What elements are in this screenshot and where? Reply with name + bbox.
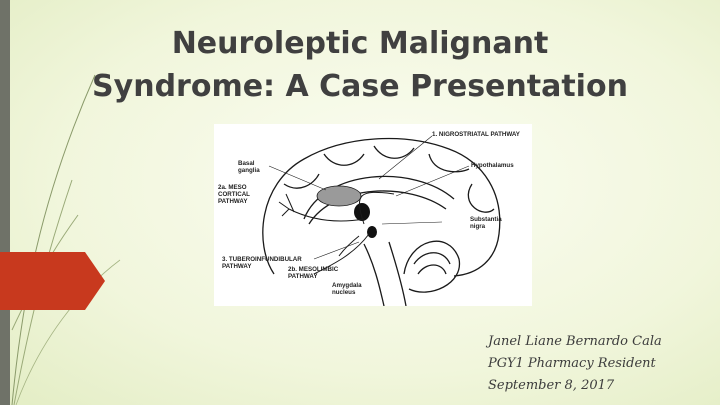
brain-illustration <box>262 135 501 306</box>
label-mesolimbic: 2b. MESOLIMBIC PATHWAY <box>288 266 339 280</box>
author-name: Janel Liane Bernardo Cala <box>488 334 662 349</box>
label-amygdala: Amygdala nucleus <box>332 282 362 296</box>
brain-pathways-diagram: 1. NIGROSTRIATAL PATHWAY Basal ganglia H… <box>214 124 532 306</box>
author-block: Janel Liane Bernardo Cala PGY1 Pharmacy … <box>488 331 662 397</box>
label-tuberoinfundibular: 3. TUBEROINFUNDIBULAR PATHWAY <box>222 256 302 270</box>
label-basal-ganglia: Basal ganglia <box>238 160 260 174</box>
label-nigrostriatal: 1. NIGROSTRIATAL PATHWAY <box>432 131 520 138</box>
title-line-2: Syndrome: A Case Presentation <box>92 69 628 104</box>
label-hypothalamus: Hypothalamus <box>471 162 514 169</box>
slide-title: Neuroleptic Malignant Syndrome: A Case P… <box>0 22 720 108</box>
author-role: PGY1 Pharmacy Resident <box>488 356 656 371</box>
left-sidebar-bar <box>0 0 10 405</box>
accent-flag-shape <box>0 252 105 310</box>
presentation-date: September 8, 2017 <box>488 378 615 393</box>
label-mesocortical: 2a. MESO CORTICAL PATHWAY <box>218 184 250 205</box>
title-line-1: Neuroleptic Malignant <box>171 26 549 61</box>
label-substantia-nigra: Substantia nigra <box>470 216 502 230</box>
